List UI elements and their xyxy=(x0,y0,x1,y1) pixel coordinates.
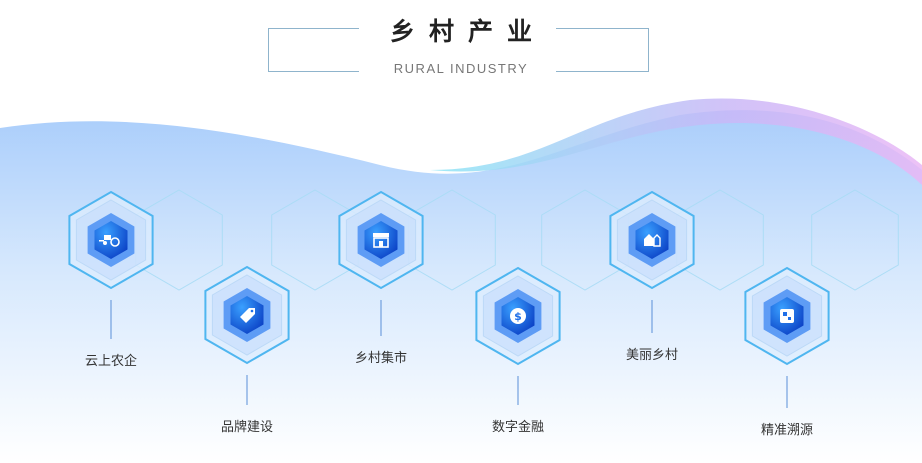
tag-icon xyxy=(240,308,255,323)
industry-item-6[interactable] xyxy=(744,266,830,366)
connector-hex xyxy=(811,189,899,291)
svg-text:$: $ xyxy=(514,310,522,323)
industry-item-label: 云上农企 xyxy=(84,354,137,369)
industry-item-label: 品牌建设 xyxy=(220,420,273,435)
market-stall-icon xyxy=(373,233,389,248)
title-frame-right xyxy=(556,28,649,72)
industry-item-4[interactable]: $ xyxy=(475,266,561,366)
industry-item-label: 乡村集市 xyxy=(354,351,407,366)
village-house-icon xyxy=(644,234,661,247)
industry-item-label: 精准溯源 xyxy=(760,423,813,438)
industry-item-label: 美丽乡村 xyxy=(625,348,678,363)
page-title: 乡村产业 xyxy=(389,17,546,46)
industry-item-5[interactable] xyxy=(609,190,695,290)
industry-item-1[interactable] xyxy=(68,190,154,290)
qr-trace-icon xyxy=(780,309,794,323)
industry-item-3[interactable] xyxy=(338,190,424,290)
page-subtitle: RURAL INDUSTRY xyxy=(393,61,529,76)
title-frame-left xyxy=(268,28,359,72)
dollar-coin-icon: $ xyxy=(510,308,526,324)
tractor-icon xyxy=(99,235,120,247)
industry-item-label: 数字金融 xyxy=(491,420,544,435)
industry-item-2[interactable] xyxy=(204,265,290,365)
